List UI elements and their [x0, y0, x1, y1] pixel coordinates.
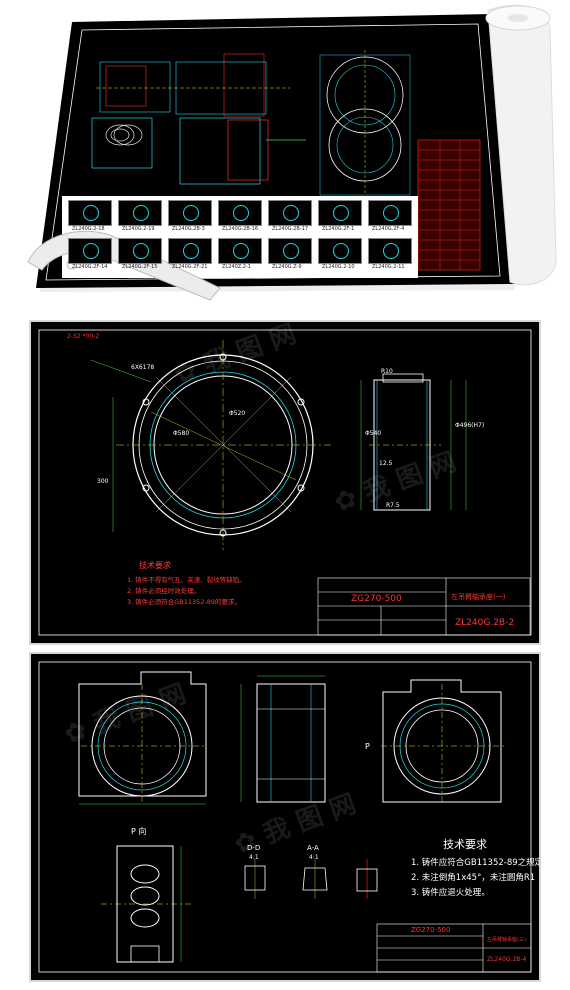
thumbnail-card: ZL240G.2B-16: [216, 198, 262, 234]
thumbnail-image: [368, 238, 412, 264]
thumbnail-label: ZL240G.2B-16: [222, 226, 258, 232]
thumbnail-drawing: [133, 205, 149, 221]
sheet2-part-name: 左吊臂轴承座(一): [451, 593, 506, 601]
thumbnail-card: ZL240G.2B-3: [166, 198, 212, 234]
thumbnail-drawing: [83, 243, 99, 259]
thumbnail-label: ZL240G.2-19: [122, 226, 155, 232]
dim-540: Φ540: [365, 430, 382, 437]
thumbnail-label: ZL240G.Z-9: [272, 264, 302, 270]
sheet2-tech-line-3: 3. 铸件必须符合GB11352-89的要求。: [127, 598, 242, 606]
thumbnail-image: [118, 238, 162, 264]
drawing-sheet-3: P 向 D-D A-A 4:1 4:1 P 技术要求 1. 铸件应符合GB113…: [29, 652, 541, 982]
thumbnail-drawing: [183, 243, 199, 259]
view-p-label: P 向: [131, 827, 147, 836]
thumbnail-drawing: [83, 205, 99, 221]
thumbnail-label: ZL240G.2F-15: [122, 264, 158, 270]
thumbnail-drawing: [183, 205, 199, 221]
thumbnail-drawing: [383, 205, 399, 221]
sheet3-drawing-no: ZL240G.2B-4: [487, 956, 527, 963]
thumbnail-drawing: [333, 243, 349, 259]
thumbnail-card: ZL240G.2F-14: [66, 236, 112, 272]
sheet3-svg: [38, 661, 532, 973]
dim-300: 300: [97, 478, 109, 485]
thumbnail-label: ZL240G.2B-3: [172, 226, 205, 232]
thumbnail-image: [218, 238, 262, 264]
thumbnail-label: ZL240G.2B-17: [272, 226, 308, 232]
thumbnail-image: [218, 200, 262, 226]
thumbnail-image: [368, 200, 412, 226]
thumbnail-image: [68, 200, 112, 226]
thumbnail-label: ZL240G.2F-21: [172, 264, 208, 270]
dim-r10: R10: [381, 368, 393, 375]
thumbnail-image: [168, 200, 212, 226]
sheet2-tech-line-2: 2. 铸件必须经时效处理。: [127, 587, 201, 595]
thumbnail-image: [318, 238, 362, 264]
marker-p: P: [365, 742, 370, 751]
hole-note: 6X6178: [131, 364, 155, 371]
thumbnail-drawing: [383, 243, 399, 259]
thumbnail-drawing: [333, 205, 349, 221]
thumbnail-drawing: [283, 205, 299, 221]
sheet3-tech-line-3: 3. 铸件应退火处理。: [411, 888, 490, 898]
thumbnail-image: [268, 200, 312, 226]
sheet2-svg: [38, 329, 532, 636]
thumbnail-image: [118, 200, 162, 226]
thumbnail-card: ZL240G.2F-4: [366, 198, 412, 234]
sheet2-header-code: 2-S2 *00-2: [67, 333, 100, 340]
section-dd-label: D-D: [247, 844, 261, 852]
thumbnail-card: ZL240G.2-18: [66, 198, 112, 234]
sheet2-material: ZG270-500: [351, 594, 402, 604]
sheet2-tech-title: 技术要求: [139, 561, 171, 570]
thumbnail-label: ZL240G.2F-4: [372, 226, 405, 232]
thumbnail-label: ZL240G.2-10: [322, 264, 355, 270]
thumbnail-card: ZL240G.Z-9: [266, 236, 312, 272]
thumbnail-drawing: [283, 243, 299, 259]
thumbnail-label: ZL240G.2-18: [72, 226, 105, 232]
sheet3-tech-line-1: 1. 铸件应符合GB11352-89之规定: [411, 858, 541, 868]
thumbnail-label: ZL240Z.2-1: [222, 264, 251, 270]
dim-496: Φ496(H7): [455, 422, 485, 429]
thumbnail-image: [168, 238, 212, 264]
dim-r7-5: R7.5: [386, 502, 400, 509]
sheet3-material: ZG270-500: [411, 926, 451, 934]
sheet3-tech-title: 技术要求: [443, 838, 487, 851]
dim-520: Φ520: [229, 410, 246, 417]
drawing-sheet-2: 2-S2 *00-2 6X6178 R10 12.5 R7.5 300 Φ580…: [29, 320, 541, 645]
section-aa-label: A-A: [307, 844, 319, 852]
thumbnail-card: ZL240G.2-19: [116, 198, 162, 234]
thumbnail-card: ZL240G.2F-21: [166, 236, 212, 272]
dim-12-5: 12.5: [379, 460, 393, 467]
thumbnail-card: ZL240G.2B-17: [266, 198, 312, 234]
thumbnail-card: ZL240G.2-11: [366, 236, 412, 272]
thumbnail-card: ZL240Z.2-1: [216, 236, 262, 272]
thumbnail-label: ZL240G.2-11: [372, 264, 405, 270]
thumbnail-card: ZL240G.2F-1: [316, 198, 362, 234]
scale-b: 4:1: [309, 854, 319, 861]
thumbnail-drawing: [133, 243, 149, 259]
sheet3-tech-line-2: 2. 未注倒角1x45°，未注圆角R1: [411, 873, 536, 883]
thumbnail-drawing: [233, 243, 249, 259]
sheet2-drawing-no: ZL240G.2B-2: [455, 618, 515, 628]
thumbnail-label: ZL240G.2F-14: [72, 264, 108, 270]
dim-580: Φ580: [173, 430, 190, 437]
sheet2-tech-line-1: 1. 铸件不得有气孔、夹渣、裂纹等缺陷。: [127, 576, 246, 584]
thumbnail-image: [318, 200, 362, 226]
thumbnail-image: [68, 238, 112, 264]
scale-a: 4:1: [249, 854, 259, 861]
thumbnail-drawing: [233, 205, 249, 221]
thumbnail-card: ZL240G.2F-15: [116, 236, 162, 272]
thumbnail-card: ZL240G.2-10: [316, 236, 362, 272]
thumbnail-image: [268, 238, 312, 264]
sheet3-part-name: 左吊臂轴承座(三): [487, 937, 526, 943]
thumbnail-label: ZL240G.2F-1: [322, 226, 355, 232]
